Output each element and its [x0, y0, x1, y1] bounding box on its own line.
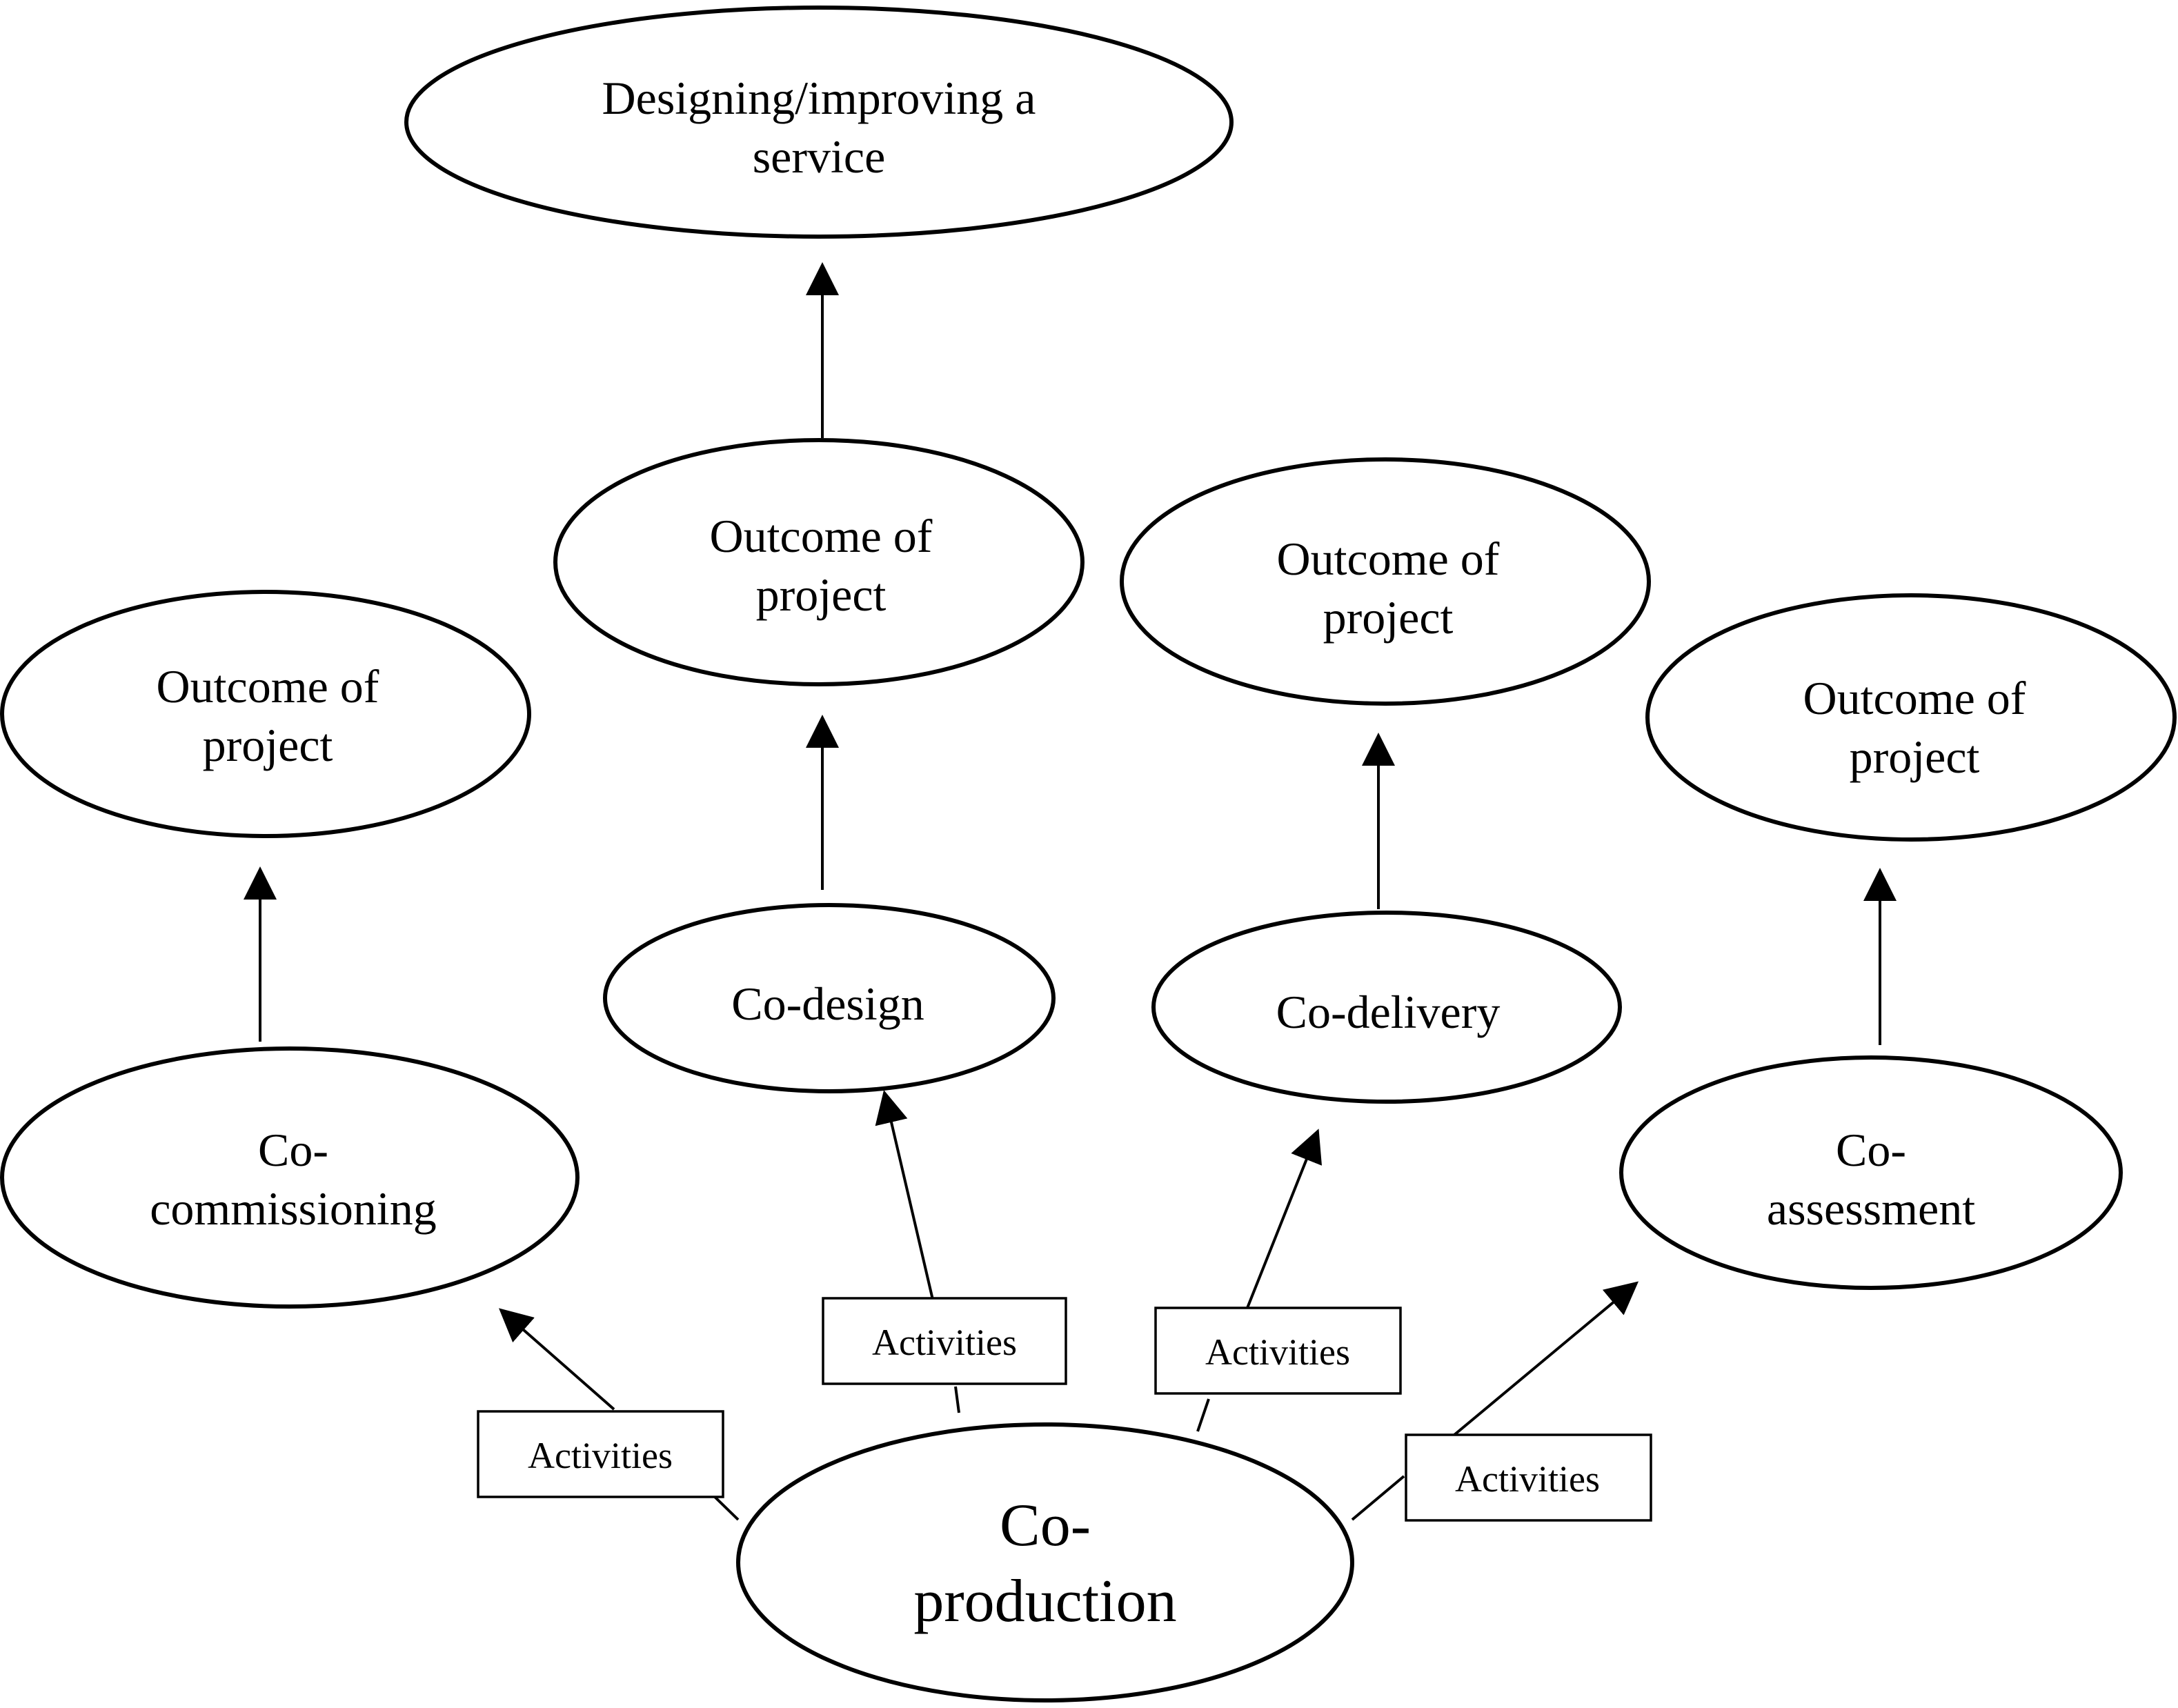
arrow-activities-to-coassessment [1453, 1281, 1639, 1436]
activities-box-codesign: Activities [822, 1297, 1067, 1385]
codelivery-node: Co-delivery [1151, 911, 1622, 1104]
coassessment-node: Co- assessment [1619, 1055, 2123, 1290]
coassessment-line1: Co- [1836, 1124, 1906, 1176]
designing-improving-service-line1: Designing/improving a [602, 72, 1036, 124]
activities-label-coassessment: Activities [1455, 1458, 1600, 1500]
codesign-label: Co-design [731, 977, 924, 1030]
designing-improving-service-line2: service [753, 130, 886, 183]
arrow-activities-to-cocommissioning [498, 1308, 615, 1411]
arrow-activities-to-codelivery [1246, 1129, 1323, 1309]
coproduction-node: Co- production [736, 1422, 1354, 1702]
outcome-codesign-line2: project [756, 568, 887, 621]
coproduction-line1: Co- [1000, 1492, 1091, 1559]
outcome-cocommissioning-line1: Outcome of [157, 660, 379, 713]
outcome-codesign-node: Outcome of project [553, 438, 1085, 686]
outcome-coassessment-node: Outcome of project [1645, 593, 2177, 842]
arrow-activities-to-codesign [875, 1090, 934, 1300]
coassessment-line2: assessment [1767, 1182, 1975, 1235]
outcome-codelivery-node: Outcome of project [1120, 457, 1651, 706]
cocommissioning-node: Co- commissioning [0, 1046, 580, 1309]
activities-box-coassessment: Activities [1405, 1433, 1652, 1522]
cocommissioning-line1: Co- [258, 1124, 328, 1176]
activities-box-codelivery: Activities [1154, 1307, 1402, 1395]
cocommissioning-line2: commissioning [150, 1182, 437, 1235]
activities-label-codesign: Activities [872, 1322, 1017, 1363]
connector-coproduction-to-activities-right [1351, 1475, 1405, 1521]
outcome-codelivery-line1: Outcome of [1277, 533, 1500, 585]
outcome-codelivery-line2: project [1323, 591, 1454, 644]
connector-coproduction-to-activities-left [712, 1494, 740, 1521]
codelivery-label: Co-delivery [1276, 986, 1501, 1038]
activities-box-cocommissioning: Activities [477, 1410, 724, 1498]
outcome-cocommissioning-line2: project [203, 719, 333, 771]
coproduction-line2: production [913, 1568, 1176, 1635]
designing-improving-service-node: Designing/improving a service [404, 6, 1234, 239]
codesign-node: Co-design [603, 903, 1056, 1093]
connector-coproduction-to-activities-midleft [954, 1386, 960, 1413]
outcome-codesign-line1: Outcome of [710, 510, 933, 562]
activities-label-codelivery: Activities [1205, 1331, 1350, 1373]
outcome-coassessment-line1: Outcome of [1803, 672, 2026, 724]
activities-label-cocommissioning: Activities [528, 1435, 673, 1476]
outcome-coassessment-line2: project [1850, 731, 1980, 783]
connector-coproduction-to-activities-midright [1196, 1398, 1210, 1432]
outcome-cocommissioning-node: Outcome of project [0, 590, 531, 838]
